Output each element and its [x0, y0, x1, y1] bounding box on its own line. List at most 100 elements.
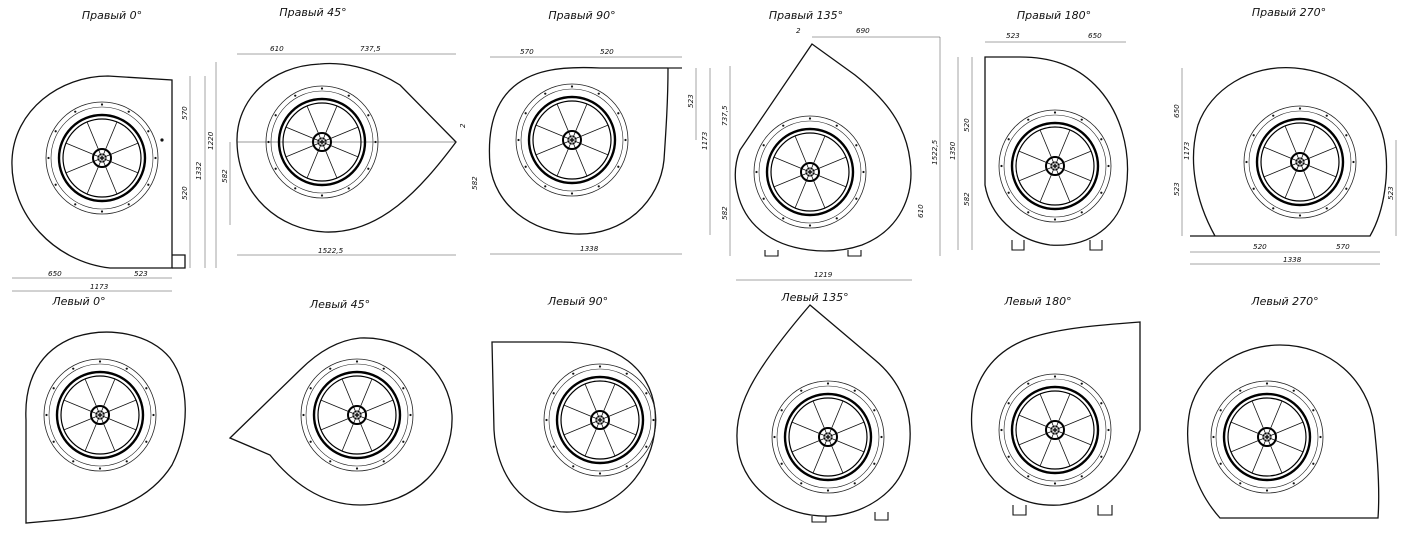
left-180-blade: [1039, 393, 1056, 431]
right-270-wheel-rim: [1255, 117, 1345, 207]
title-left-270: Левый 270°: [1250, 295, 1318, 308]
right-270-blade: [1299, 161, 1337, 178]
left-270-housing: [1187, 344, 1380, 519]
right-row-titles: Правый 0° Правый 45° Правый 90° Правый 1…: [82, 6, 1326, 22]
left-270-bolt: [1292, 389, 1295, 392]
right-135-blade: [773, 156, 811, 173]
right-0-bolt: [74, 110, 77, 113]
left-0-bolt: [98, 467, 102, 470]
right-0-bolt: [100, 103, 104, 106]
right-0-bolt: [147, 183, 150, 186]
left-270-bolt: [1219, 462, 1222, 465]
left-45-bolt: [382, 460, 385, 463]
right-135-bolt: [755, 170, 758, 174]
right-270-bolt: [1272, 114, 1275, 117]
left-270-shaft: [1262, 432, 1272, 442]
right-90-blade: [556, 139, 573, 177]
right-180-impeller: [998, 109, 1112, 223]
dim-r180-582: 582: [962, 192, 971, 206]
left-135-bolt: [853, 389, 856, 392]
left-45-blade: [320, 399, 358, 416]
right-270-blade: [1284, 161, 1301, 199]
right-270-bolt: [1352, 160, 1355, 164]
right-135-bolt: [835, 124, 838, 127]
title-right-180: Правый 180°: [1017, 9, 1091, 22]
right-90-bolt: [617, 165, 620, 168]
left-90-bolt: [598, 472, 602, 475]
right-270-bolt: [1272, 207, 1275, 210]
left-0-blade: [99, 414, 116, 452]
left-45-bolt: [409, 413, 412, 417]
left-270-bolt: [1265, 382, 1269, 385]
left-180-bolt: [1000, 428, 1003, 432]
dim-r90-520: 520: [600, 47, 614, 56]
right-45-bolt: [294, 94, 297, 97]
right-180-bolt: [1007, 138, 1010, 141]
left-45-blade: [356, 378, 373, 416]
left-270-blade: [1230, 421, 1268, 438]
right-90-bolt: [597, 92, 600, 95]
dim-r180-520: 520: [962, 118, 971, 132]
left-180-impeller: [998, 373, 1112, 487]
right-90-blade: [535, 139, 573, 156]
right-135-shaft: [805, 167, 815, 177]
right-45-housing: [236, 62, 457, 233]
left-0-bolt: [125, 460, 128, 463]
left-180-blade: [1039, 429, 1056, 467]
left-270-bolt: [1319, 435, 1322, 439]
left-45-shaft: [352, 410, 362, 420]
right-270-mid-flange: [1248, 110, 1352, 214]
dim-r135-690: 690: [856, 26, 870, 35]
left-45-bolt: [309, 387, 312, 390]
title-left-45: Левый 45°: [309, 298, 370, 311]
right-180-wheel-rim: [1010, 121, 1100, 211]
left-0-bolt: [145, 440, 148, 443]
dim-r270-1338: 1338: [1283, 255, 1302, 264]
right-270-bolt: [1345, 134, 1348, 137]
dim-r0-1220: 1220: [206, 131, 215, 150]
left-45-blade: [356, 399, 394, 416]
right-0-bolt: [54, 183, 57, 186]
left-180-blade: [1018, 414, 1056, 431]
left-90-bolt: [572, 465, 575, 468]
right-90-hub: [562, 130, 582, 150]
right-0-blade: [65, 157, 103, 174]
dim-r135-610: 610: [916, 204, 925, 218]
left-135-bolt: [773, 435, 776, 439]
right-90-inner-rim: [532, 100, 612, 180]
left-45-housing: [228, 337, 453, 506]
dim-r90-523: 523: [686, 94, 695, 108]
right-0-bolt: [47, 156, 50, 160]
right-0-outer-flange: [45, 101, 159, 215]
right-135-blade: [809, 135, 826, 173]
right-180-hub: [1045, 156, 1065, 176]
left-180-wheel-rim: [1010, 385, 1100, 475]
left-0-bolt: [72, 367, 75, 370]
left-270-wheel-rim: [1222, 392, 1312, 482]
left-270-blade: [1266, 436, 1304, 453]
left-row-titles: Левый 0° Левый 45° Левый 90° Левый 135° …: [51, 291, 1318, 311]
left-135-bolt: [780, 409, 783, 412]
right-90-bolt: [524, 165, 527, 168]
right-45-blade: [285, 126, 323, 143]
right-135-blade: [809, 156, 847, 173]
left-45-blade: [320, 414, 358, 431]
dim-r135-1522: 1522,5: [930, 139, 939, 165]
dim-r270-520: 520: [1253, 242, 1267, 251]
right-180-bolt: [1007, 191, 1010, 194]
left-180-mid-flange: [1003, 378, 1107, 482]
right-45-blade: [321, 141, 359, 158]
left-0-blade: [99, 378, 116, 416]
right-0-wheel-rim: [57, 113, 147, 203]
left-135-impeller: [771, 380, 885, 494]
right-0-bolt: [154, 156, 157, 160]
right-270-blade: [1299, 146, 1337, 163]
left-180-bolt: [1080, 382, 1083, 385]
right-180-blade: [1018, 150, 1056, 167]
right-0-bolt: [127, 110, 130, 113]
right-270-impeller: [1243, 105, 1357, 219]
left-270-bolt: [1219, 409, 1222, 412]
left-90-impeller: [543, 363, 657, 477]
left-90-blade: [599, 383, 616, 421]
right-0-bolt: [100, 210, 104, 213]
